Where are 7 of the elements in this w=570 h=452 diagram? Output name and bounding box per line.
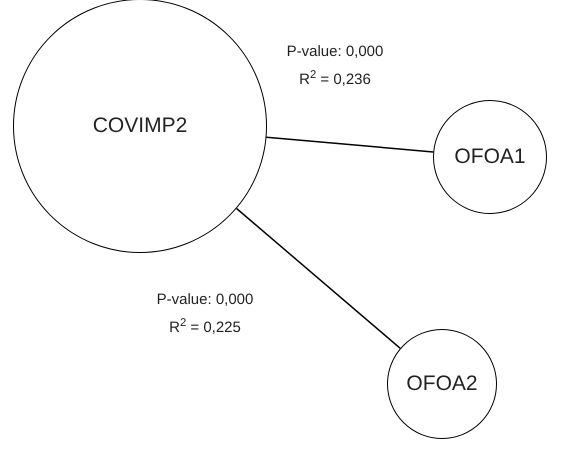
- connector-line: [236, 208, 401, 349]
- node-label: OFOA1: [454, 144, 526, 170]
- edge-label: P-value: 0,000 R$^{2}$ = 0,236: [286, 42, 384, 90]
- node-label: COVIMP2: [92, 113, 188, 140]
- edge-label: P-value: 0,000 R$^{2}$ = 0,225: [156, 290, 254, 338]
- connector-line: [266, 136, 434, 153]
- node-label: OFOA2: [406, 371, 478, 398]
